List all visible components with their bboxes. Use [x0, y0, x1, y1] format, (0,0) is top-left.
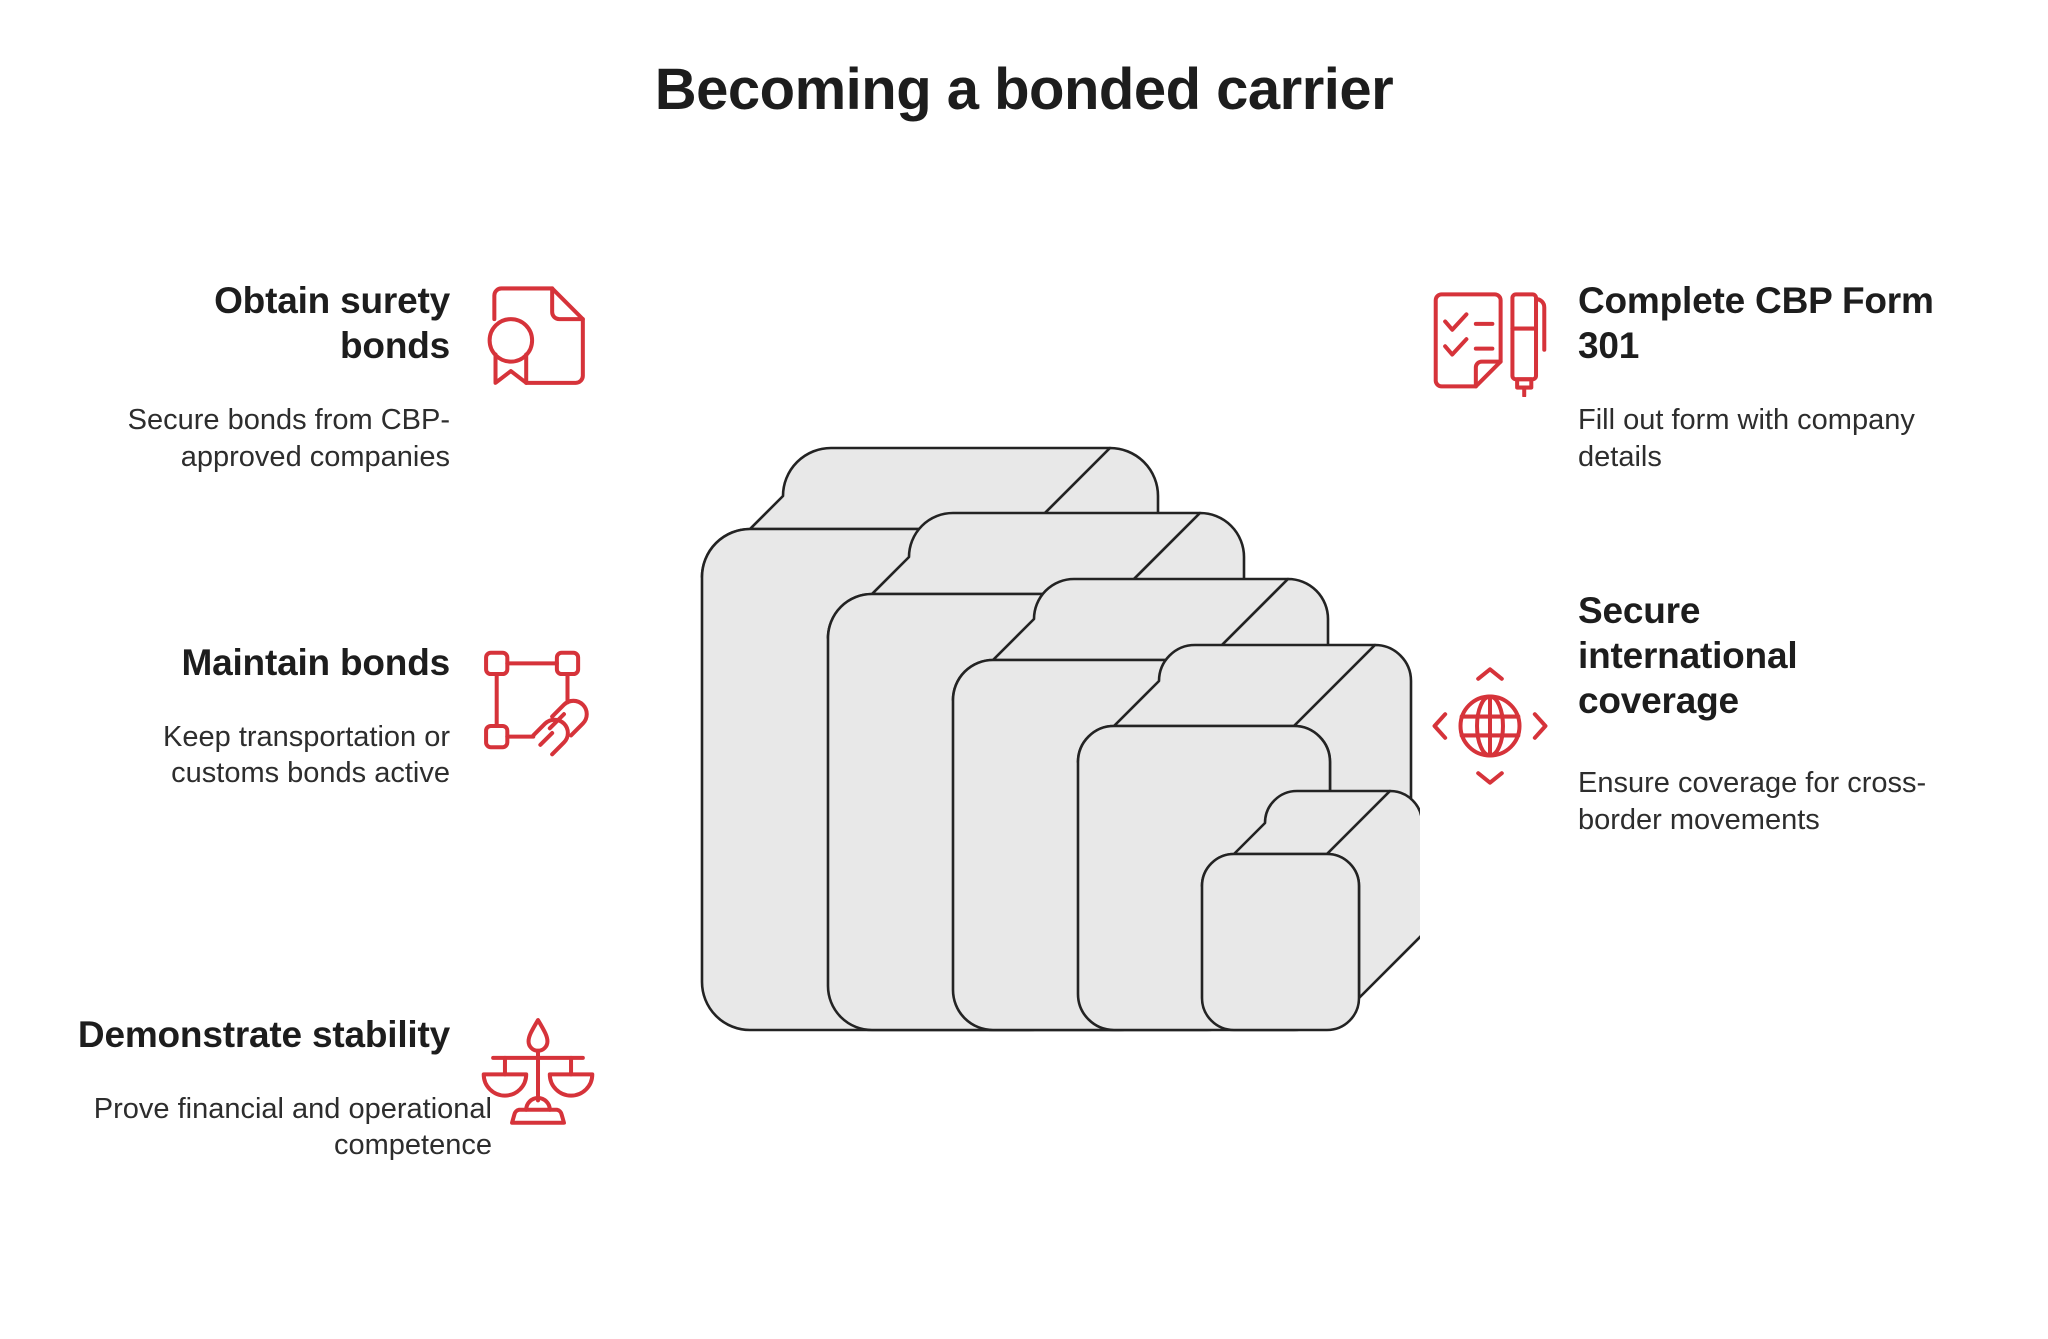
- right-item-complete-cbp-form-301: Complete CBP Form 301 Fill out form with…: [1430, 278, 2030, 475]
- linked-nodes-icon: [478, 640, 598, 760]
- right-item-2-heading: Secure international coverage: [1578, 590, 1798, 722]
- left-item-3-text: Demonstrate stability Prove financial an…: [60, 1012, 492, 1164]
- globe-arrows-icon: [1430, 666, 1550, 786]
- page-title: Becoming a bonded carrier: [654, 57, 1394, 122]
- right-item-1-heading: Complete CBP Form 301: [1578, 280, 1934, 367]
- left-item-1-body: Secure bonds from CBP-approved companies: [127, 404, 450, 473]
- left-item-3-body: Prove financial and operational competen…: [93, 1093, 492, 1162]
- left-item-1-text: Obtain surety bonds Secure bonds from CB…: [60, 278, 451, 475]
- right-item-2-text: Secure international coverage Ensure cov…: [1578, 588, 1968, 838]
- left-item-1-heading: Obtain surety bonds: [214, 280, 450, 367]
- slab-1: [1200, 789, 1420, 1032]
- left-item-3-heading: Demonstrate stability: [77, 1014, 450, 1055]
- left-item-demonstrate-stability: Demonstrate stability Prove financial an…: [60, 1012, 660, 1164]
- balance-scales-icon: [478, 1012, 598, 1132]
- right-item-2-body: Ensure coverage for cross-border movemen…: [1578, 767, 1927, 836]
- right-item-1-body: Fill out form with company details: [1578, 404, 1915, 473]
- nested-stacked-slabs-graphic: [690, 370, 1420, 1050]
- left-item-2-heading: Maintain bonds: [181, 642, 450, 683]
- checklist-pen-icon: [1430, 278, 1550, 398]
- left-item-2-text: Maintain bonds Keep transportation or cu…: [60, 640, 450, 792]
- left-item-2-body: Keep transportation or customs bonds act…: [163, 721, 450, 790]
- left-item-maintain-bonds: Maintain bonds Keep transportation or cu…: [60, 640, 660, 792]
- certificate-document-icon: [478, 278, 598, 398]
- left-item-obtain-surety-bonds: Obtain surety bonds Secure bonds from CB…: [60, 278, 660, 475]
- right-item-secure-international-coverage: Secure international coverage Ensure cov…: [1430, 588, 2030, 838]
- right-item-1-text: Complete CBP Form 301 Fill out form with…: [1578, 278, 1968, 475]
